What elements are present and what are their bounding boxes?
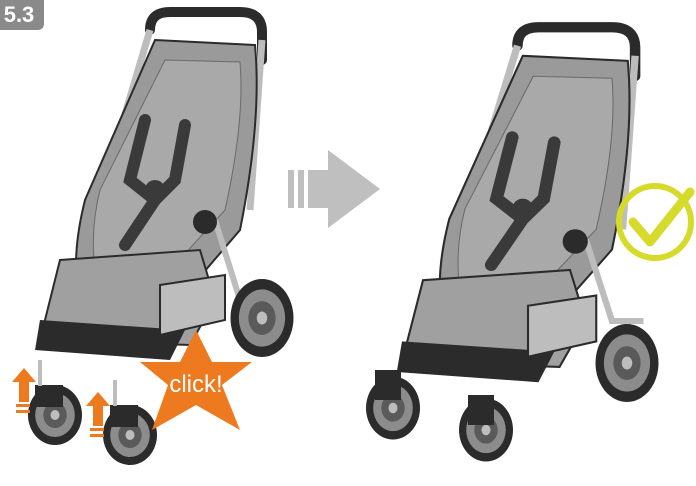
front-wheel-right: [459, 395, 513, 462]
front-wheel-left: [366, 370, 420, 440]
stroller-before: [28, 12, 294, 465]
click-label: click!: [169, 371, 222, 398]
next-arrow-icon: [288, 150, 380, 228]
checkmark-icon: [619, 186, 691, 258]
front-wheel-right: [103, 380, 157, 465]
front-wheel-left: [28, 360, 82, 445]
stroller-after: [366, 27, 659, 461]
